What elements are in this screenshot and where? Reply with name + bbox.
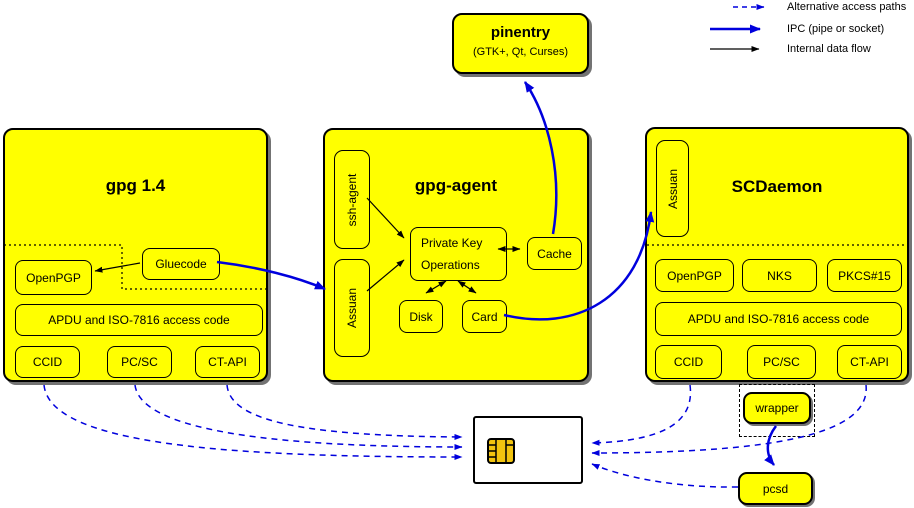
scdaemon-pkcs15-box: PKCS#15 bbox=[827, 259, 902, 292]
pko-line2: Operations bbox=[421, 258, 480, 272]
arrow-sshagent-to-pko bbox=[366, 197, 405, 239]
gpg14-openpgp-box: OpenPGP bbox=[15, 260, 92, 295]
scdaemon-title: SCDaemon bbox=[731, 177, 823, 196]
cache-box: Cache bbox=[527, 237, 582, 270]
scdaemon-pcsc-box: PC/SC bbox=[747, 345, 816, 379]
pcsd-box: pcsd bbox=[738, 472, 813, 505]
scdaemon-openpgp-box: OpenPGP bbox=[655, 259, 734, 292]
alt-gpg14-ctapi-to-card bbox=[226, 384, 463, 440]
module-gpg14: gpg 1.4 OpenPGP Gluecode APDU and ISO-78… bbox=[3, 128, 268, 382]
ipc-cache-to-pinentry bbox=[523, 81, 558, 235]
gpg-agent-assuan-box: Assuan bbox=[334, 259, 370, 357]
ipc-card-to-scdaemon-assuan bbox=[503, 211, 655, 321]
scdaemon-assuan-box: Assuan bbox=[656, 140, 689, 237]
wrapper-box: wrapper bbox=[743, 392, 811, 424]
alt-pcsd-to-card bbox=[591, 463, 739, 488]
pinentry-subtitle: (GTK+, Qt, Curses) bbox=[472, 46, 569, 58]
pinentry-title: pinentry bbox=[490, 24, 551, 41]
gpg-agent-ssh-agent-box: ssh-agent bbox=[334, 150, 370, 249]
module-gpg-agent: gpg-agent ssh-agent Assuan Private Key O… bbox=[323, 128, 589, 382]
gpg14-apdu-box: APDU and ISO-7816 access code bbox=[15, 304, 263, 336]
alt-gpg14-pcsc-to-card bbox=[134, 384, 463, 450]
pko-line1: Private Key bbox=[421, 236, 483, 250]
wrapper-dashed-frame bbox=[739, 384, 815, 437]
module-scdaemon: SCDaemon Assuan OpenPGP NKS PKCS#15 APDU… bbox=[645, 127, 909, 382]
gpg14-gluecode-box: Gluecode bbox=[142, 248, 220, 280]
ipc-gluecode-to-agent-assuan bbox=[216, 260, 326, 291]
smartcard bbox=[473, 416, 583, 484]
alt-scdaemon-ctapi-to-card bbox=[591, 384, 867, 456]
scdaemon-nks-box: NKS bbox=[742, 259, 817, 292]
gpg14-pcsc-box: PC/SC bbox=[107, 346, 172, 378]
gpg14-dotted-divider bbox=[4, 244, 266, 290]
alt-scdaemon-ccid-to-card bbox=[591, 384, 692, 446]
legend-item-alternative-access: Alternative access paths bbox=[787, 1, 907, 13]
arrow-pko-disk bbox=[425, 280, 447, 294]
private-key-operations-box: Private Key Operations bbox=[410, 227, 507, 281]
scdaemon-ctapi-box: CT-API bbox=[837, 345, 902, 379]
scdaemon-apdu-box: APDU and ISO-7816 access code bbox=[655, 302, 902, 336]
disk-box: Disk bbox=[399, 300, 443, 333]
gpg14-ccid-box: CCID bbox=[15, 346, 80, 378]
gpg14-title: gpg 1.4 bbox=[105, 176, 166, 195]
legend-item-ipc: IPC (pipe or socket) bbox=[787, 23, 885, 35]
smartcard-chip-icon bbox=[487, 438, 515, 464]
arrow-pko-card bbox=[457, 280, 477, 294]
scdaemon-ccid-box: CCID bbox=[655, 345, 722, 379]
gpg14-ctapi-box: CT-API bbox=[195, 346, 260, 378]
pinentry-box: pinentry (GTK+, Qt, Curses) bbox=[452, 13, 589, 74]
gpg-agent-title: gpg-agent bbox=[414, 176, 498, 195]
alt-gpg14-ccid-to-card bbox=[43, 384, 463, 460]
arrow-assuan-to-pko bbox=[366, 259, 405, 292]
arrow-gluecode-to-openpgp bbox=[94, 262, 141, 273]
legend-item-internal-flow: Internal data flow bbox=[787, 43, 871, 55]
ipc-wrapper-to-pcsd bbox=[764, 425, 778, 466]
